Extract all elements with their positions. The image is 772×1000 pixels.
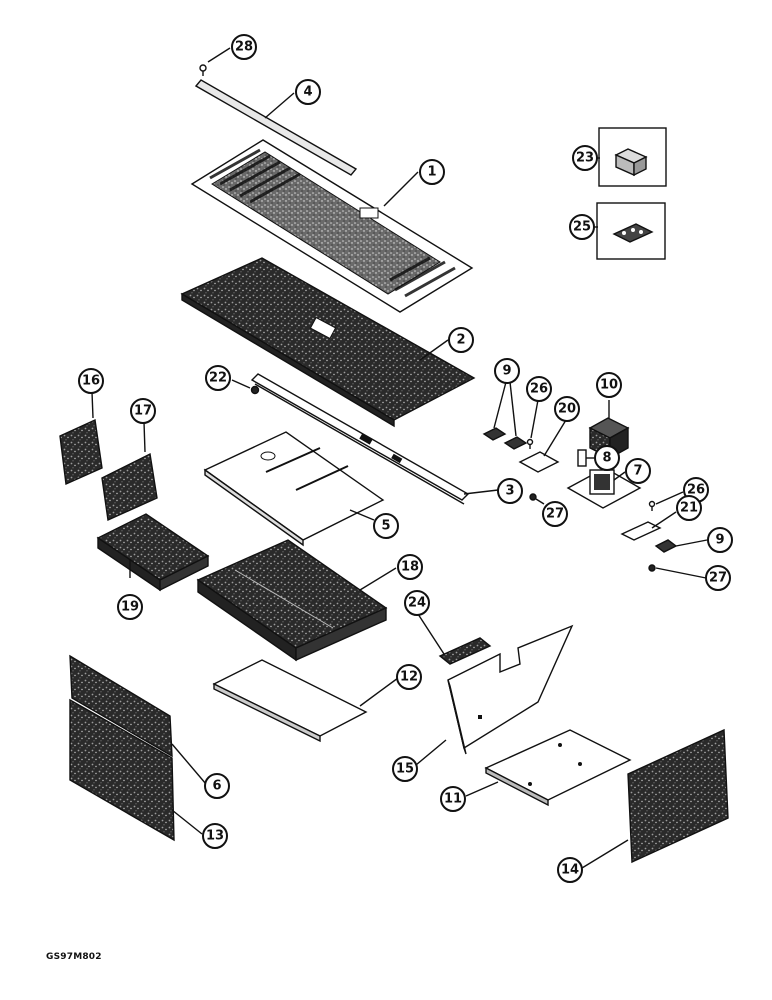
callout-11: 11 — [440, 786, 466, 812]
callout-28: 28 — [231, 34, 257, 60]
part-9-clip-b — [654, 539, 678, 553]
part-21-bracket — [620, 521, 662, 541]
svg-text:15: 15 — [396, 762, 414, 777]
callout-13: 13 — [202, 823, 228, 849]
part-26-screw — [526, 438, 534, 449]
svg-text:9: 9 — [715, 533, 724, 548]
callout-3: 3 — [497, 478, 523, 504]
svg-text:3: 3 — [505, 484, 514, 499]
part-17-panel — [101, 452, 158, 522]
part-20-bracket — [518, 451, 560, 473]
svg-text:28: 28 — [235, 40, 253, 55]
part-16-panel — [59, 418, 103, 486]
part-22-screw — [250, 385, 260, 395]
callout-22: 22 — [205, 365, 231, 391]
svg-text:8: 8 — [602, 451, 611, 466]
callouts: 28 4 1 23 25 2 22 16 17 9 26 20 10 8 7 3… — [78, 34, 733, 883]
callout-4: 4 — [295, 79, 321, 105]
callout-24: 24 — [404, 590, 430, 616]
callout-19: 19 — [117, 594, 143, 620]
callout-9: 9 — [494, 358, 520, 384]
svg-text:27: 27 — [709, 571, 727, 586]
leader-lines — [91, 47, 708, 869]
svg-text:10: 10 — [600, 378, 618, 393]
part-25-inset — [596, 202, 666, 260]
part-27-nut-b — [648, 564, 656, 572]
callout-25: 25 — [569, 214, 595, 240]
svg-text:20: 20 — [558, 402, 576, 417]
svg-text:24: 24 — [408, 596, 426, 611]
callout-15: 15 — [392, 756, 418, 782]
svg-text:2: 2 — [456, 333, 465, 348]
svg-text:1: 1 — [427, 165, 436, 180]
part-24-block — [438, 637, 492, 665]
callout-10: 10 — [596, 372, 622, 398]
svg-text:18: 18 — [401, 560, 419, 575]
callout-8: 8 — [594, 445, 620, 471]
svg-text:7: 7 — [633, 464, 642, 479]
svg-text:9: 9 — [502, 364, 511, 379]
callout-2: 2 — [448, 327, 474, 353]
svg-text:23: 23 — [576, 151, 594, 166]
svg-text:19: 19 — [121, 600, 139, 615]
part-6-panel — [69, 654, 173, 758]
svg-text:16: 16 — [82, 374, 100, 389]
callout-27: 27 — [542, 501, 568, 527]
svg-text:11: 11 — [444, 792, 462, 807]
callout-14: 14 — [557, 857, 583, 883]
part-4-strip — [194, 79, 358, 176]
svg-text:22: 22 — [209, 371, 227, 386]
svg-text:6: 6 — [212, 779, 221, 794]
part-23-inset — [598, 127, 667, 187]
svg-text:26: 26 — [687, 483, 705, 498]
callout-7: 7 — [625, 458, 651, 484]
callout-27b: 27 — [705, 565, 731, 591]
svg-text:12: 12 — [400, 670, 418, 685]
diagram-reference-code: GS97M802 — [46, 952, 102, 962]
part-26-screw-b — [648, 500, 656, 511]
callout-17: 17 — [130, 398, 156, 424]
callout-23: 23 — [572, 145, 598, 171]
callout-6: 6 — [204, 773, 230, 799]
callout-9b: 9 — [707, 527, 733, 553]
part-12-sheet — [212, 659, 368, 743]
svg-text:21: 21 — [680, 501, 698, 516]
callout-18: 18 — [397, 554, 423, 580]
part-2-insulation-panel — [180, 257, 476, 428]
callout-21: 21 — [676, 495, 702, 521]
part-19-block — [96, 513, 210, 592]
svg-text:4: 4 — [303, 85, 312, 100]
part-13-panel — [69, 698, 175, 842]
part-28-screw — [199, 64, 207, 76]
part-27-nut — [529, 493, 537, 501]
svg-text:27: 27 — [546, 507, 564, 522]
callout-26: 26 — [526, 376, 552, 402]
svg-text:25: 25 — [573, 220, 591, 235]
part-5-flat-panel — [203, 431, 385, 547]
callout-20: 20 — [554, 396, 580, 422]
part-1-top-panel — [190, 139, 474, 313]
callout-12: 12 — [396, 664, 422, 690]
part-9-clips — [482, 427, 528, 450]
svg-text:17: 17 — [134, 404, 152, 419]
svg-text:26: 26 — [530, 382, 548, 397]
part-7-housing — [566, 467, 642, 509]
callout-1: 1 — [419, 159, 445, 185]
callout-16: 16 — [78, 368, 104, 394]
svg-text:13: 13 — [206, 829, 224, 844]
callout-5: 5 — [373, 513, 399, 539]
part-18-block — [196, 539, 388, 662]
svg-text:5: 5 — [381, 519, 390, 534]
part-15-panel — [447, 624, 574, 755]
part-14-panel — [627, 728, 729, 864]
part-8-pin — [577, 449, 587, 467]
svg-text:14: 14 — [561, 863, 579, 878]
part-11-plate — [484, 729, 632, 807]
